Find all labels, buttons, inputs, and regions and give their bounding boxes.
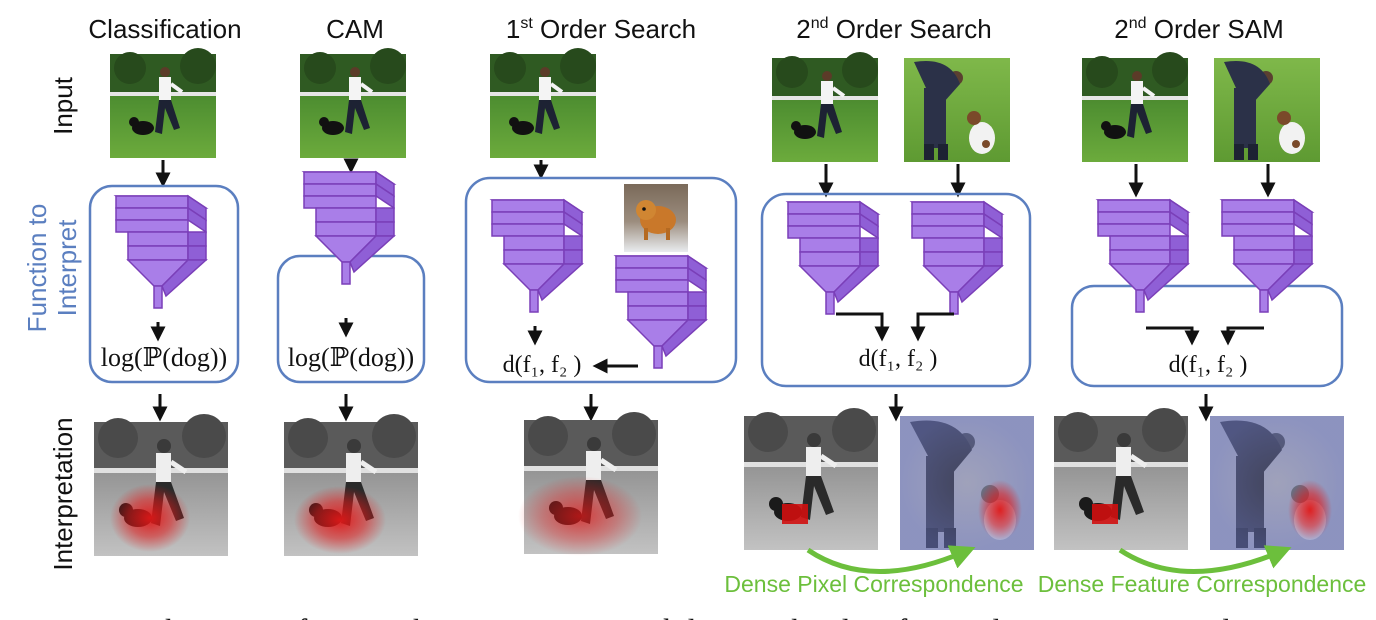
column-title-cam: CAM: [326, 14, 384, 44]
curved-arrow-icon: [806, 545, 976, 574]
curved-arrow-icon: [1118, 545, 1292, 574]
interpretation-pair-second-order: [744, 408, 1034, 550]
interpretation-heatmap-cam: [284, 414, 418, 556]
query-photo-pomeranian: [624, 184, 688, 252]
column-title-first-order-search: 1st Order Search: [506, 14, 696, 44]
network-icon: [1097, 199, 1189, 313]
arrow-merge-icon: [1146, 326, 1200, 346]
function-box-first-order: [464, 176, 738, 384]
arrow-merge-icon: [1220, 326, 1264, 346]
formula-distance: d(f₁, f₂ ): [859, 346, 938, 372]
formula-log-prob: log(ℙ(dog)): [288, 343, 414, 372]
row-label-function-line1: Function to: [22, 204, 52, 333]
formula-distance: d(f₁, f₂ ): [1169, 352, 1248, 378]
input-photo-a: [1080, 50, 1190, 164]
network-icon: [303, 171, 395, 285]
input-photo: [108, 46, 218, 160]
column-title-second-order-sam: 2nd Order SAM: [1114, 14, 1284, 44]
arrow-merge-icon: [836, 312, 890, 342]
interpretation-heatmap-first-order: [518, 412, 658, 556]
input-photo: [298, 46, 408, 160]
function-box-second-sam: [1070, 284, 1344, 388]
network-icon: [1221, 199, 1313, 313]
network-icon: [115, 195, 207, 309]
label-dense-pixel-correspondence: Dense Pixel Correspondence: [724, 571, 1023, 597]
network-icon: [787, 201, 879, 315]
input-photo-b: [1214, 58, 1320, 162]
input-photo-b: [904, 58, 1010, 162]
input-photo-a: [770, 50, 880, 164]
figure-caption: Figure 1: Architecture of approaches to …: [0, 612, 1259, 620]
column-title-second-order-search: 2nd Order Search: [796, 14, 992, 44]
function-box-second-order: [760, 192, 1032, 388]
row-label-function-line2: Interpret: [52, 219, 82, 317]
arrow-merge-icon: [910, 312, 954, 342]
column-title-classification: Classification: [88, 14, 241, 44]
network-icon: [491, 199, 583, 313]
network-icon: [911, 201, 1003, 315]
formula-log-prob: log(ℙ(dog)): [101, 343, 227, 372]
row-label-interpretation: Interpretation: [48, 417, 78, 570]
label-dense-feature-correspondence: Dense Feature Correspondence: [1038, 571, 1367, 597]
input-photo: [488, 46, 598, 160]
interpretation-heatmap-classification: [94, 414, 228, 556]
function-box-classification: [88, 184, 240, 384]
formula-distance: d(f₁, f₂ ): [503, 352, 582, 378]
interpretation-pair-second-sam: [1054, 408, 1344, 550]
network-icon: [615, 255, 707, 369]
row-label-input: Input: [48, 76, 78, 135]
